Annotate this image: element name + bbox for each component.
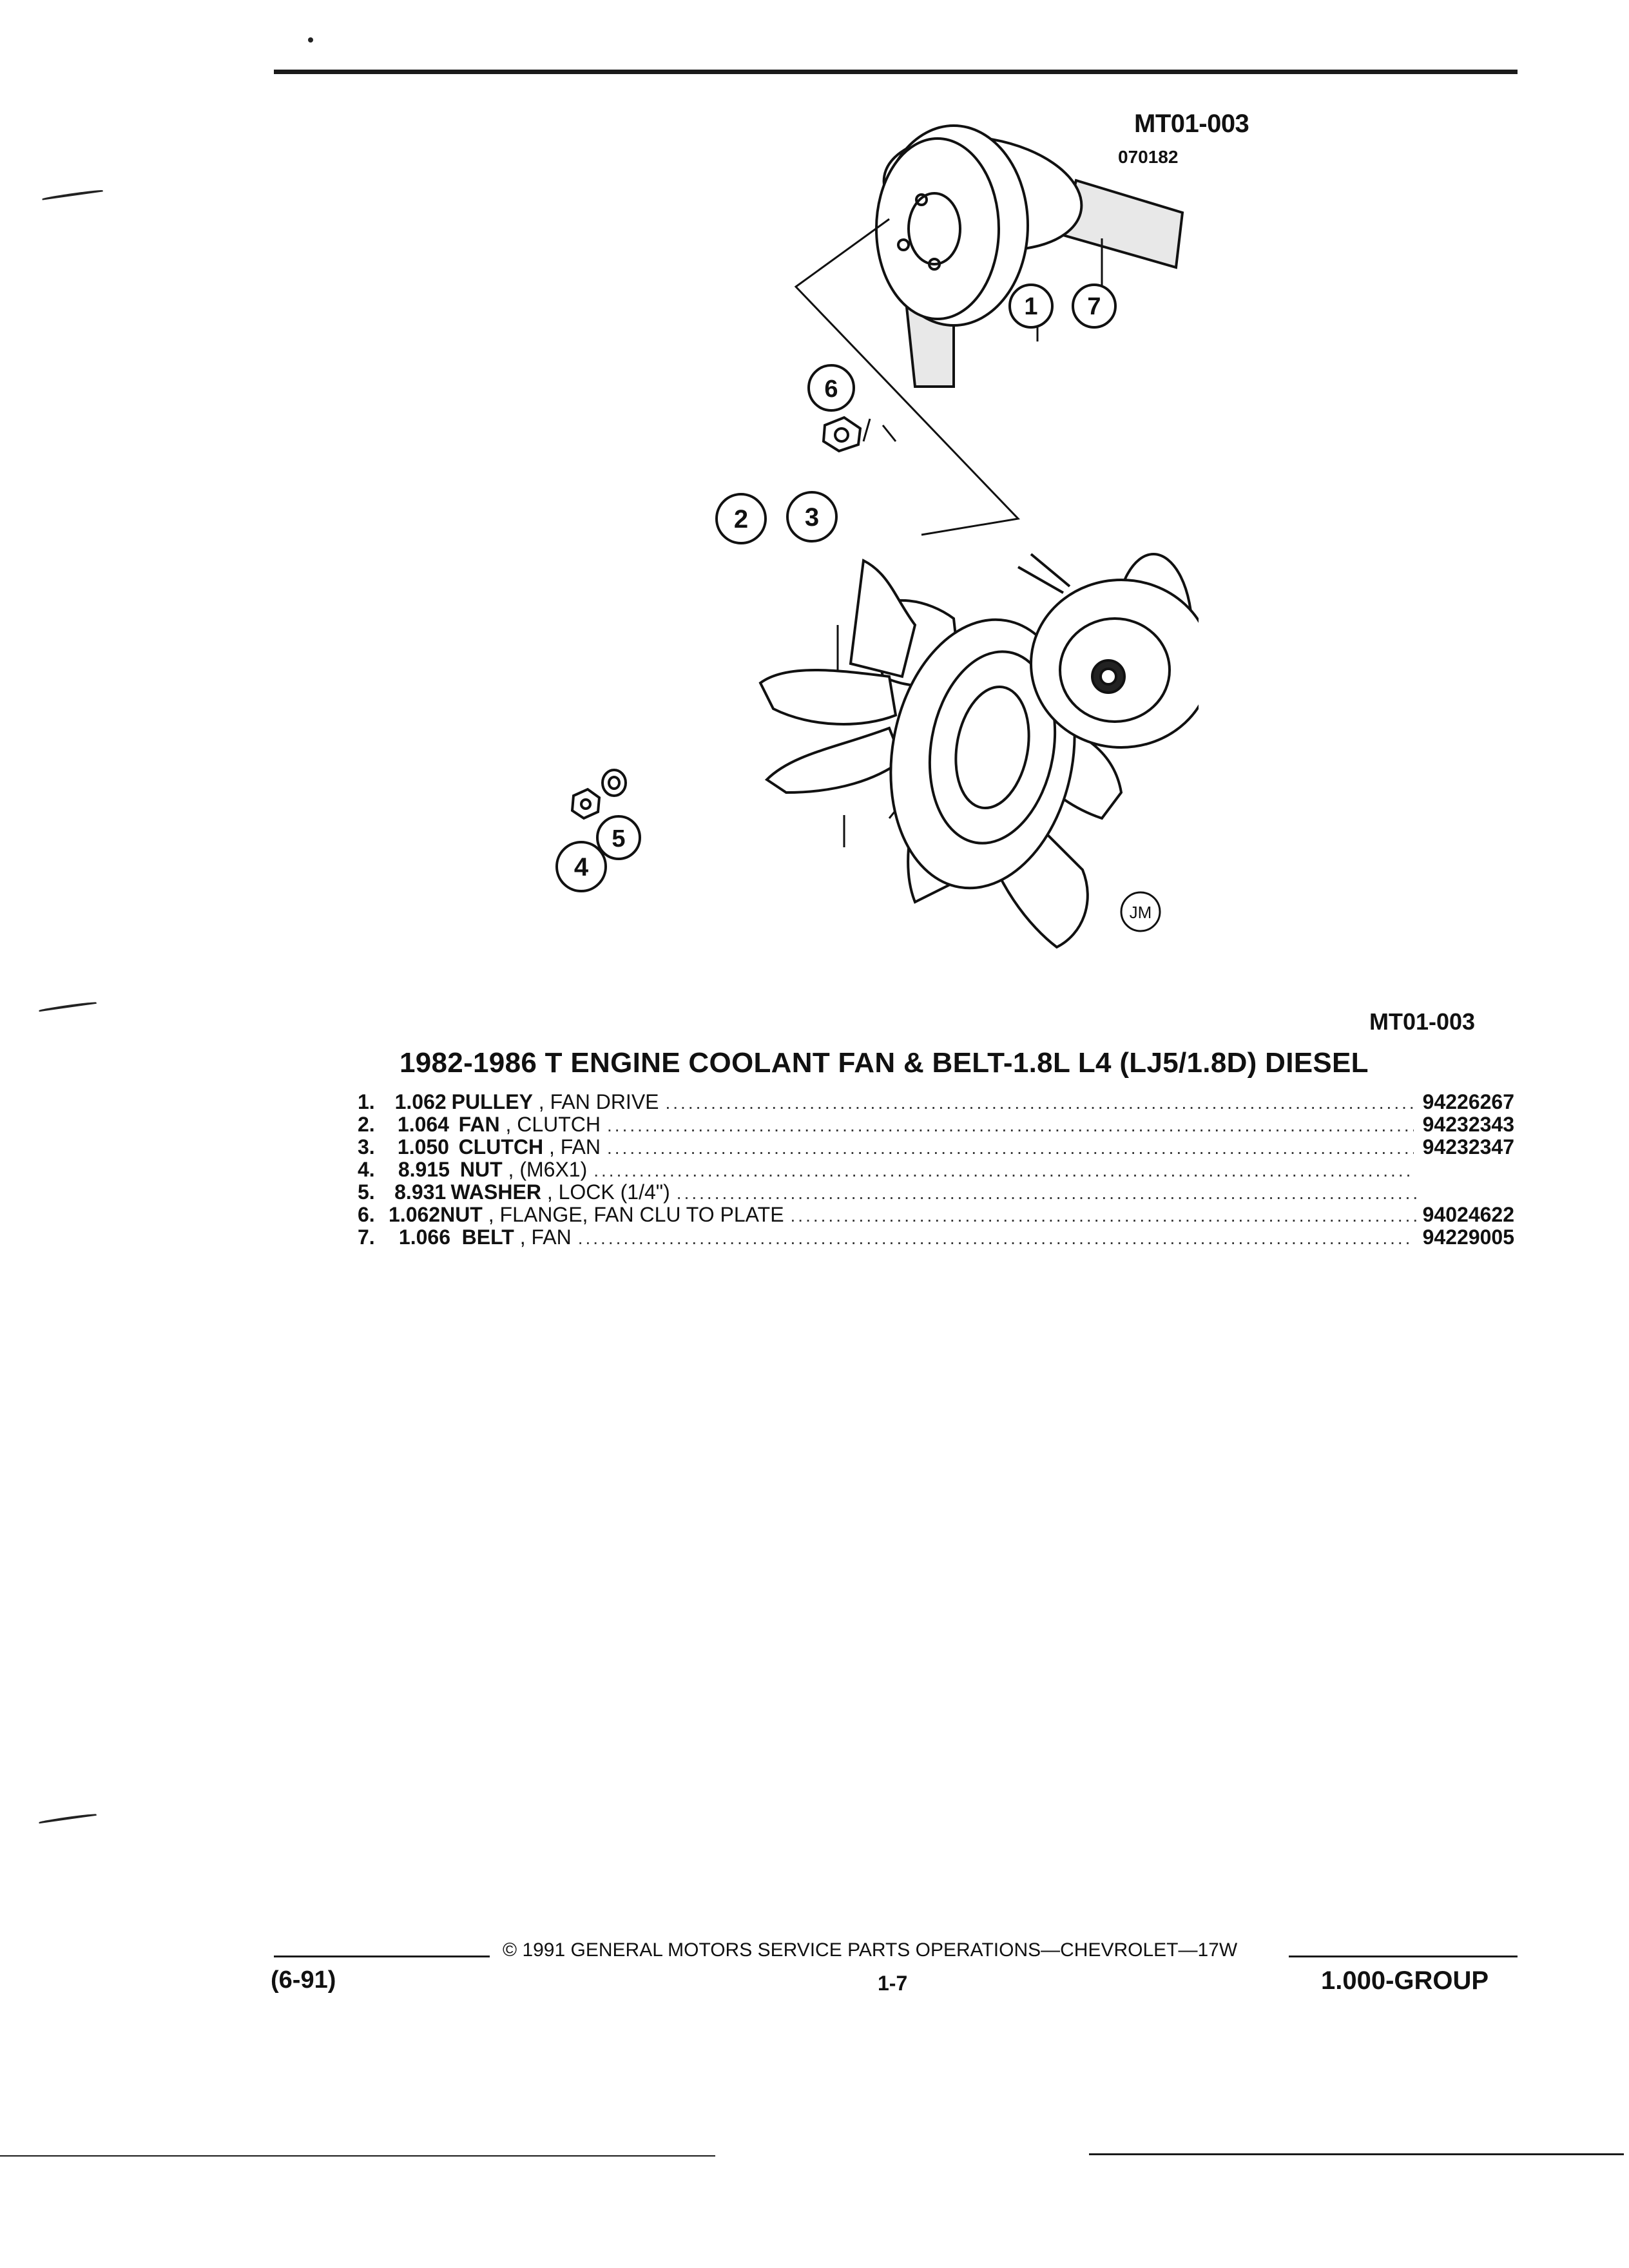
group-number: 1.062 — [394, 1090, 447, 1113]
part-description: FAN , CLUTCH — [459, 1113, 601, 1136]
part-number: 94232347 — [1422, 1135, 1514, 1158]
scan-mark — [39, 1812, 97, 1824]
footer-rule-right — [1289, 1956, 1518, 1957]
callout-label-6: 6 — [824, 376, 838, 403]
group-number: 1.062 — [389, 1203, 441, 1226]
illustration-code: MT01-003 — [1134, 110, 1249, 138]
part-qualifier: , FLANGE, FAN CLU TO PLATE — [488, 1203, 784, 1226]
parts-row: 4. 8.915 NUT , (M6X1) ..................… — [358, 1158, 1514, 1181]
callout-label-4: 4 — [574, 853, 589, 881]
item-index: 5. — [358, 1180, 375, 1204]
scan-speck — [308, 37, 313, 43]
part-name: NUT — [459, 1158, 503, 1181]
illustration-sub-code: 070182 — [1118, 147, 1179, 167]
part-qualifier: , FAN — [519, 1225, 572, 1249]
exploded-parts-diagram: 1 7 6 2 3 5 4 JM — [555, 124, 1199, 949]
part-description: NUT , FLANGE, FAN CLU TO PLATE — [440, 1204, 784, 1226]
figure-reference: MT01-003 — [1369, 1008, 1476, 1035]
revision-date: (6-91) — [271, 1966, 336, 1994]
dot-leader: ........................................… — [665, 1093, 1416, 1113]
callout-7 — [1072, 284, 1117, 329]
dot-leader: ........................................… — [790, 1206, 1416, 1225]
part-qualifier: , CLUTCH — [505, 1113, 601, 1136]
part-number: 94024622 — [1422, 1203, 1514, 1226]
dot-leader: ........................................… — [593, 1160, 1413, 1180]
callout-1 — [1008, 284, 1054, 329]
bottom-rule-left — [0, 2155, 715, 2157]
part-qualifier: , LOCK (1/4") — [546, 1180, 670, 1204]
part-name: BELT — [461, 1225, 514, 1249]
parts-row: 2. 1.064 FAN , CLUTCH ..................… — [358, 1113, 1514, 1136]
part-description: WASHER , LOCK (1/4") — [450, 1181, 670, 1204]
callout-label-1: 1 — [1024, 293, 1037, 320]
top-rule — [274, 70, 1518, 74]
part-name: WASHER — [450, 1180, 541, 1204]
callout-label-2: 2 — [734, 505, 748, 533]
fan-clutch-drawing — [1017, 553, 1199, 749]
parts-row: 5. 8.931 WASHER , LOCK (1/4") ..........… — [358, 1181, 1514, 1204]
dot-leader: ........................................… — [676, 1183, 1422, 1203]
part-description: PULLEY , FAN DRIVE — [452, 1091, 659, 1113]
artist-mark: JM — [1130, 903, 1152, 922]
artist-mark-circle — [1120, 891, 1161, 932]
group-number: 1.066 — [398, 1225, 450, 1249]
part-qualifier: , FAN — [548, 1135, 601, 1158]
item-index: 2. — [358, 1113, 375, 1136]
page-number: 1-7 — [878, 1972, 908, 1995]
copyright-notice: © 1991 GENERAL MOTORS SERVICE PARTS OPER… — [503, 1939, 1238, 1961]
callout-label-3: 3 — [805, 503, 819, 532]
part-number: 94226267 — [1422, 1090, 1515, 1113]
part-name: PULLEY — [451, 1090, 533, 1113]
callout-4 — [555, 841, 607, 892]
flange-nut-drawing — [822, 416, 862, 453]
part-name: NUT — [440, 1203, 483, 1226]
part-name: CLUTCH — [458, 1135, 544, 1158]
callout-6 — [807, 364, 855, 412]
parts-row: 1. 1.062 PULLEY , FAN DRIVE ............… — [358, 1091, 1514, 1113]
group-number: 8.915 — [398, 1158, 450, 1181]
bottom-rule-right — [1089, 2153, 1624, 2155]
parts-row: 7. 1.066 BELT , FAN ....................… — [358, 1226, 1514, 1249]
parts-list: 1. 1.062 PULLEY , FAN DRIVE ............… — [358, 1091, 1514, 1249]
scan-mark — [42, 189, 103, 200]
scan-mark — [39, 1001, 97, 1012]
item-index: 6. — [358, 1203, 375, 1226]
callout-5 — [596, 815, 641, 860]
dot-leader: ........................................… — [607, 1138, 1414, 1158]
pulley-drawing — [875, 124, 1083, 327]
part-name: FAN — [458, 1113, 500, 1136]
part-description: NUT , (M6X1) — [460, 1158, 587, 1181]
callout-label-5: 5 — [612, 825, 625, 852]
nut-washer-drawing — [570, 769, 627, 820]
part-qualifier: , (M6X1) — [508, 1158, 588, 1181]
dot-leader: ........................................… — [577, 1228, 1411, 1248]
parts-row: 3. 1.050 CLUTCH , FAN ..................… — [358, 1136, 1514, 1158]
section-title: 1982-1986 T ENGINE COOLANT FAN & BELT-1.… — [400, 1047, 1369, 1079]
callouts — [555, 284, 1161, 932]
part-description: BELT , FAN — [462, 1226, 572, 1249]
parts-row: 6. 1.062 NUT , FLANGE, FAN CLU TO PLATE … — [358, 1204, 1514, 1226]
group-number: 1.050 — [397, 1135, 449, 1158]
group-number: 8.931 — [394, 1180, 447, 1204]
part-qualifier: , FAN DRIVE — [538, 1090, 659, 1113]
item-index: 7. — [358, 1225, 375, 1249]
item-index: 1. — [358, 1090, 375, 1113]
group-label: 1.000-GROUP — [1321, 1966, 1489, 1995]
fan-hub-drawing — [889, 618, 1076, 890]
callout-3 — [786, 491, 838, 543]
footer-rule-left — [274, 1956, 490, 1957]
part-description: CLUTCH , FAN — [459, 1136, 601, 1158]
dot-leader: ........................................… — [607, 1115, 1414, 1135]
callout-label-7: 7 — [1087, 293, 1101, 320]
item-index: 4. — [358, 1158, 375, 1181]
part-number: 94229005 — [1422, 1225, 1514, 1249]
part-number: 94232343 — [1422, 1113, 1514, 1136]
item-index: 3. — [358, 1135, 375, 1158]
callout-2 — [715, 493, 767, 544]
group-number: 1.064 — [397, 1113, 449, 1136]
